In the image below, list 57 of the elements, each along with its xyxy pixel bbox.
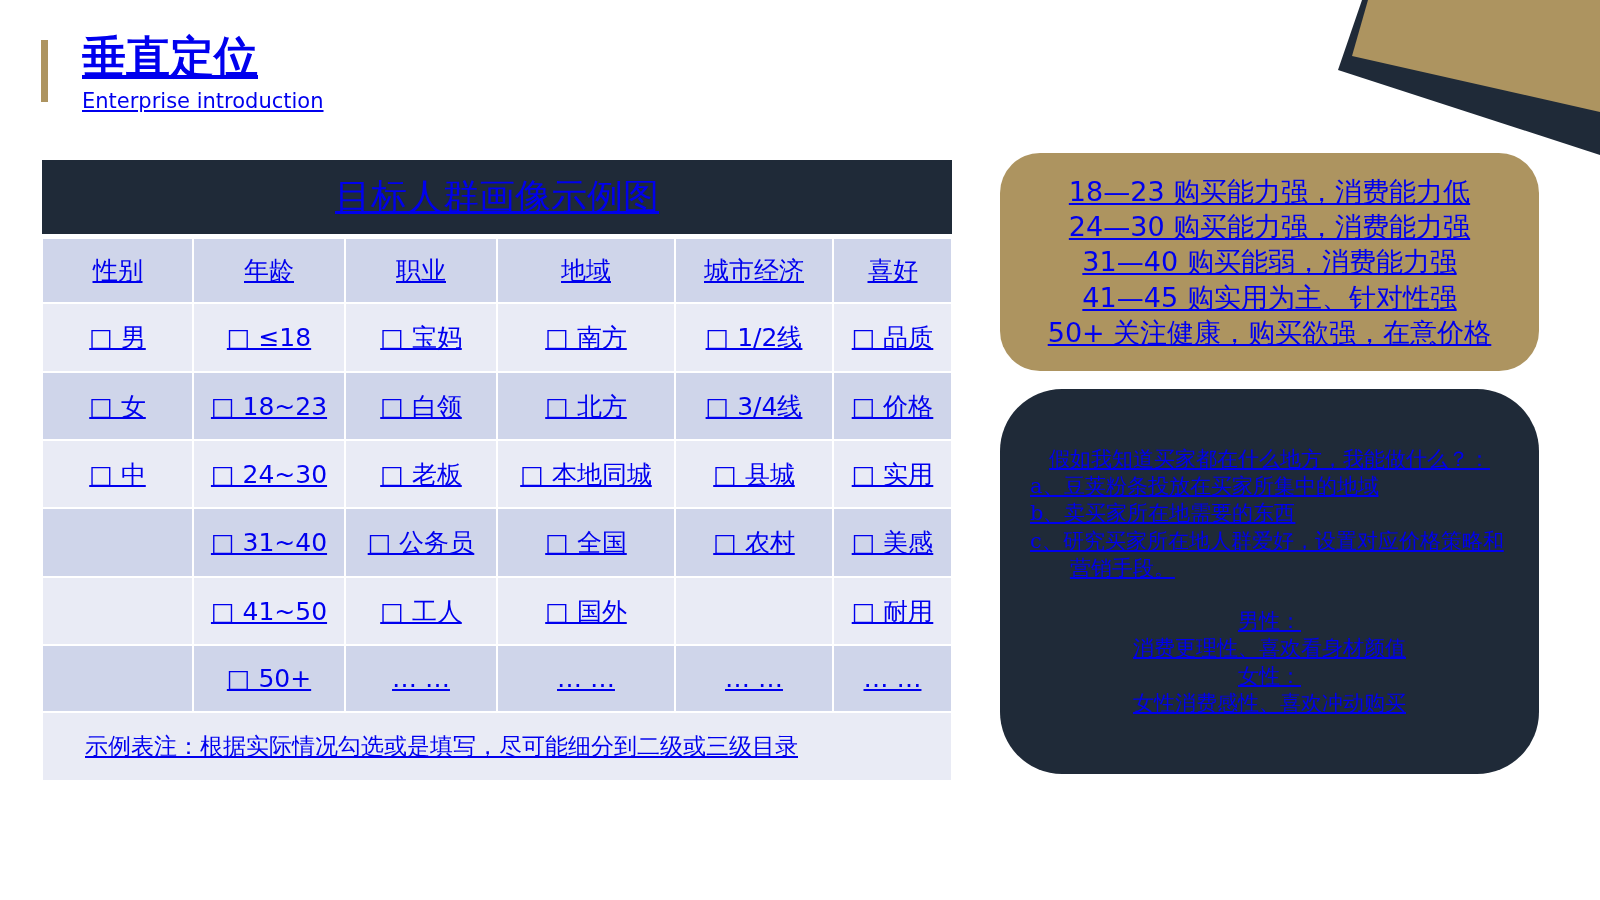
option-cell: □ 北方 <box>497 372 675 440</box>
option-cell: □ 耐用 <box>833 577 952 645</box>
option-cell: □ 实用 <box>833 440 952 508</box>
option-cell: □ 50+ <box>193 645 345 712</box>
header-cell: 喜好 <box>833 238 952 303</box>
box-text: 50+ 关注健康，购买欲强，在意价格 <box>1046 315 1493 350</box>
option-cell: □ 老板 <box>345 440 497 508</box>
title: 垂直定位 <box>82 30 258 84</box>
note-cell: 示例表注：根据实际情况勾选或是填写，尽可能细分到二级或三级目录 <box>42 712 952 781</box>
box-text: b、卖买家所在地需要的东西 <box>1030 500 1297 528</box>
option-cell: □ 本地同城 <box>497 440 675 508</box>
option-cell: □ 工人 <box>345 577 497 645</box>
box-text: 31—40 购买能弱，消费能力强 <box>1081 245 1458 280</box>
box-text: 24—30 购买能力强，消费能力强 <box>1067 210 1472 245</box>
box-text: 假如我知道买家都在什么地方，我能做什么？： <box>1048 445 1491 473</box>
box-text: 41—45 购实用为主、针对性强 <box>1081 280 1458 315</box>
box-text: a、豆荚粉条投放在买家所集中的地域 <box>1030 472 1380 500</box>
option-cell: □ 宝妈 <box>345 303 497 372</box>
box-text: 18—23 购买能力强，消费能力低 <box>1067 175 1472 210</box>
option-cell: □ 41~50 <box>193 577 345 645</box>
option-cell: □ 24~30 <box>193 440 345 508</box>
header-cell: 年龄 <box>193 238 345 303</box>
header-cell: 地域 <box>497 238 675 303</box>
option-cell: □ 白领 <box>345 372 497 440</box>
option-cell: □ 农村 <box>675 508 833 577</box>
option-cell: □ 3/4线 <box>675 372 833 440</box>
header-cell: 职业 <box>345 238 497 303</box>
box-text: 女性消费感性、喜欢冲动购买 <box>1132 690 1407 718</box>
option-cell: □ 南方 <box>497 303 675 372</box>
rounded-box <box>1000 389 1539 774</box>
header-cell: 性别 <box>42 238 193 303</box>
table-title-bar: 目标人群画像示例图 <box>42 160 952 234</box>
option-cell: … … <box>345 645 497 712</box>
option-cell: □ 31~40 <box>193 508 345 577</box>
rounded-box <box>1000 153 1539 371</box>
option-cell: □ 美感 <box>833 508 952 577</box>
option-cell: □ 品质 <box>833 303 952 372</box>
box-text: 女性： <box>1237 662 1302 690</box>
box-text: 男性： <box>1237 608 1302 636</box>
option-cell: … … <box>675 645 833 712</box>
option-cell: □ ≤18 <box>193 303 345 372</box>
option-cell: □ 1/2线 <box>675 303 833 372</box>
option-cell: □ 18~23 <box>193 372 345 440</box>
header-cell: 城市经济 <box>675 238 833 303</box>
option-cell: □ 公务员 <box>345 508 497 577</box>
option-cell: □ 全国 <box>497 508 675 577</box>
option-cell: □ 县城 <box>675 440 833 508</box>
option-cell: □ 女 <box>42 372 193 440</box>
option-cell: □ 国外 <box>497 577 675 645</box>
box-text: 消费更理性、喜欢看身材颜值 <box>1132 635 1407 663</box>
option-cell: … … <box>497 645 675 712</box>
option-cell: □ 男 <box>42 303 193 372</box>
subtitle: Enterprise introduction <box>82 89 324 113</box>
option-cell: □ 中 <box>42 440 193 508</box>
option-cell: … … <box>833 645 952 712</box>
box-text: c、研究买家所在地人群爱好，设置对应价格策略和营销手段。 <box>1030 527 1505 582</box>
option-cell: □ 价格 <box>833 372 952 440</box>
